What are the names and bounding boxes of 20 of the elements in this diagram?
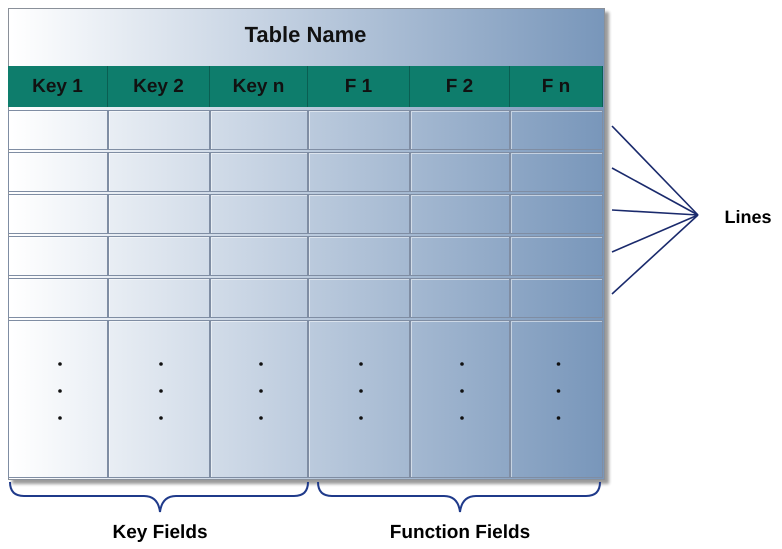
column-header: F n (510, 66, 603, 107)
column-header: Key 1 (8, 66, 108, 107)
column-header: F 2 (410, 66, 510, 107)
leader-line (612, 209, 698, 216)
table-row (8, 110, 603, 150)
leader-line (612, 167, 698, 216)
table-row (8, 194, 603, 234)
column-header: Key n (210, 66, 308, 107)
table-row (8, 236, 603, 276)
column-header: F 1 (308, 66, 410, 107)
leader-line (611, 125, 699, 216)
column-header: Key 2 (108, 66, 210, 107)
group-label: Key Fields (111, 522, 209, 544)
leader-line (612, 214, 698, 253)
table-row (8, 152, 603, 192)
group-label: Function Fields (388, 522, 532, 544)
leader-line (611, 214, 699, 295)
callout-text: Lines (718, 204, 778, 230)
table-title: Table Name (244, 21, 368, 49)
table-row (8, 278, 603, 318)
